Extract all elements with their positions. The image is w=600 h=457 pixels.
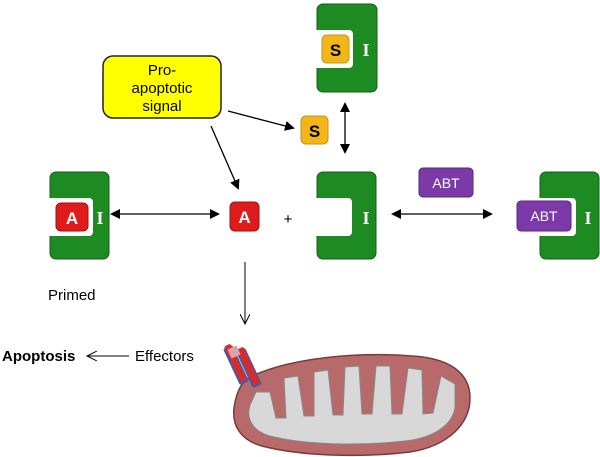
activator-block <box>229 201 260 232</box>
free-sensitizer: S <box>300 115 329 145</box>
signal-label-line-1: Pro- <box>148 62 176 79</box>
sensitizer-block <box>300 115 329 145</box>
abt-block <box>418 167 474 198</box>
primed-complex: A I <box>46 171 110 260</box>
inhibitor-groove <box>312 198 352 236</box>
mitochondrion <box>232 353 471 457</box>
mitochondrion-inner-membrane <box>248 365 456 445</box>
abt-label: ABT <box>432 175 460 191</box>
arrows <box>87 102 493 356</box>
inhibitor-letter: I <box>584 208 591 228</box>
apoptosis-label: Apoptosis <box>2 348 75 365</box>
activator-letter: A <box>238 208 250 227</box>
free-inhibitor: I <box>312 171 377 260</box>
effector-pore <box>223 344 262 388</box>
pro-apoptotic-signal: Pro- apoptotic signal <box>102 55 222 119</box>
effector-pore-red-right <box>237 347 260 386</box>
free-activator: A <box>229 201 260 232</box>
abt-block <box>516 200 572 232</box>
sensitizer-block <box>321 34 350 64</box>
primed-label: Primed <box>48 287 96 304</box>
signal-label-line-2: apoptotic <box>132 80 193 97</box>
abt-label: ABT <box>530 208 558 224</box>
sensitizer-letter: S <box>309 122 320 141</box>
signal-to-sensitizer-arrow <box>227 110 295 131</box>
sensitizer-letter: S <box>330 41 341 60</box>
effectors-label: Effectors <box>135 348 194 365</box>
activator-letter: A <box>66 209 78 228</box>
inhibitor-abt-complex: ABT I <box>516 171 600 260</box>
inhibitor-letter: I <box>362 208 369 228</box>
activator-block <box>55 202 89 232</box>
effector-pore-cap <box>227 345 241 359</box>
inhibitor-letter: I <box>362 40 369 60</box>
inhibitor-sensitizer-complex: S I <box>313 3 378 93</box>
inhibitor-letter: I <box>96 208 103 228</box>
signal-to-activator-arrow <box>210 125 240 190</box>
plus-sign: + <box>284 211 293 228</box>
free-abt: ABT <box>418 167 474 198</box>
signal-label-line-3: signal <box>142 98 181 115</box>
signal-box <box>102 55 222 119</box>
